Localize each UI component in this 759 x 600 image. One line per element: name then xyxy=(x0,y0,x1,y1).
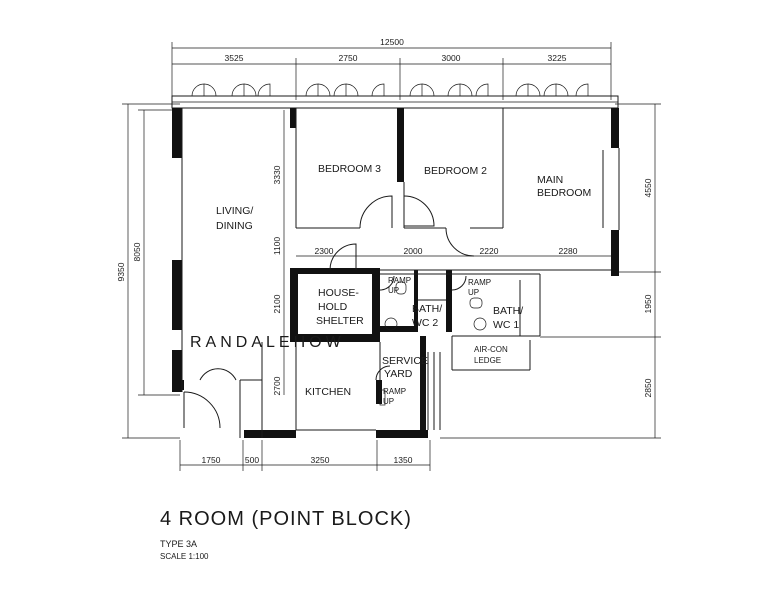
label-service-2: YARD xyxy=(384,368,413,380)
wall-outlines xyxy=(181,108,620,438)
dim-left-sub: 8050 xyxy=(132,242,142,261)
plan-type: TYPE 3A xyxy=(160,539,198,549)
label-bath2-1: BATH/ xyxy=(412,303,442,315)
dim-top-4: 3225 xyxy=(548,53,567,63)
dim-inner-v3: 2100 xyxy=(272,294,282,313)
label-main-2: BEDROOM xyxy=(537,187,591,199)
label-aircon-2: LEDGE xyxy=(474,356,501,365)
label-shelter-3: SHELTER xyxy=(316,315,364,327)
dim-inner-v1: 3330 xyxy=(272,165,282,184)
plan-title: 4 ROOM (POINT BLOCK) xyxy=(160,508,412,530)
walls xyxy=(172,108,619,438)
label-kitchen: KITCHEN xyxy=(305,386,351,398)
label-shelter-2: HOLD xyxy=(318,301,348,313)
label-ramp-bath2-1: RAMP xyxy=(388,276,411,285)
label-aircon-1: AIR-CON xyxy=(474,345,508,354)
plan-scale: SCALE 1:100 xyxy=(160,552,209,561)
dim-inner-h2: 2000 xyxy=(404,246,423,256)
label-ramp-yard-2: UP xyxy=(383,397,394,406)
bottom-dimensions: 1750 500 3250 1350 xyxy=(179,440,431,471)
dim-bottom-4: 1350 xyxy=(394,455,413,465)
label-bedroom3: BEDROOM 3 xyxy=(318,163,381,175)
dim-bottom-1: 1750 xyxy=(202,455,221,465)
label-ramp-yard-1: RAMP xyxy=(383,387,406,396)
label-bath1-2: WC 1 xyxy=(493,319,519,331)
left-dimensions: 9350 8050 xyxy=(116,103,180,439)
label-ramp-bath1-1: RAMP xyxy=(468,278,491,287)
dim-top-3: 3000 xyxy=(442,53,461,63)
label-living-1: LIVING/ xyxy=(216,205,253,217)
dim-right-3: 2850 xyxy=(643,378,653,397)
dim-inner-v2: 1100 xyxy=(272,237,282,256)
dim-bottom-2: 500 xyxy=(245,455,259,465)
top-dimensions: 12500 3525 2750 3000 3225 xyxy=(171,37,612,100)
title-block: 4 ROOM (POINT BLOCK) TYPE 3A SCALE 1:100 xyxy=(160,508,412,561)
label-ramp-bath1-2: UP xyxy=(468,288,479,297)
label-living-2: DINING xyxy=(216,220,253,232)
dim-inner-v4: 2700 xyxy=(272,376,282,395)
dim-right-2: 1950 xyxy=(643,294,653,313)
room-labels: LIVING/ DINING BEDROOM 3 BEDROOM 2 MAIN … xyxy=(216,163,591,406)
label-bath1-1: BATH/ xyxy=(493,305,523,317)
dim-inner-h1: 2300 xyxy=(315,246,334,256)
dim-top-2: 2750 xyxy=(339,53,358,63)
inner-dimensions: 3330 1100 2100 2700 2300 2000 2220 2280 xyxy=(272,110,611,395)
dim-overall-width: 12500 xyxy=(380,37,404,47)
label-shelter-1: HOUSE- xyxy=(318,287,359,299)
dim-top-1: 3525 xyxy=(225,53,244,63)
fixtures xyxy=(379,281,487,406)
dim-left-overall: 9350 xyxy=(116,262,126,281)
dim-inner-h4: 2280 xyxy=(559,246,578,256)
window-strip xyxy=(171,83,619,109)
right-dimensions: 4550 1950 2850 xyxy=(440,103,661,439)
label-ramp-bath2-2: UP xyxy=(388,286,399,295)
label-service-1: SERVICE xyxy=(382,355,428,367)
dim-inner-h3: 2220 xyxy=(480,246,499,256)
dim-bottom-3: 3250 xyxy=(311,455,330,465)
label-bath2-2: WC 2 xyxy=(412,317,438,329)
label-bedroom2: BEDROOM 2 xyxy=(424,165,487,177)
dim-right-1: 4550 xyxy=(643,178,653,197)
doors xyxy=(183,195,475,429)
watermark: RANDALEHOW xyxy=(190,334,345,351)
label-main-1: MAIN xyxy=(537,174,563,186)
